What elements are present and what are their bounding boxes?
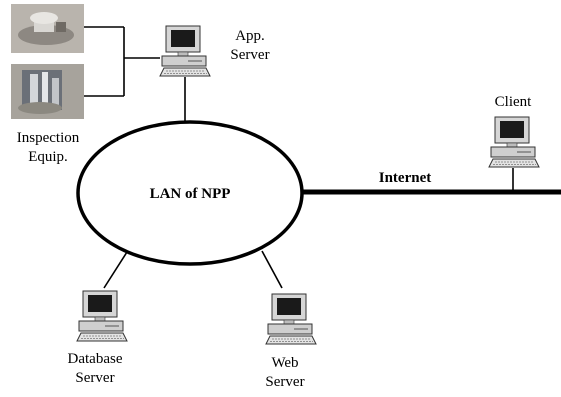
inspection-equipment-label: Inspection Equip. (0, 129, 96, 167)
database-label-line2: Server (75, 370, 115, 386)
inspection-photo-2 (11, 64, 84, 119)
web-label-line1: Web (271, 355, 299, 371)
database-server-computer-icon (76, 290, 128, 342)
lan-label: LAN of NPP (149, 186, 231, 202)
client-label: Client (494, 94, 532, 110)
app-server-label-line1: App. (235, 28, 265, 44)
client-computer-icon (488, 116, 540, 168)
database-server-label: Database Server (55, 350, 135, 388)
web-label-line2: Server (265, 374, 305, 390)
lan-ellipse (76, 120, 304, 266)
app-server-label: App. Server (220, 27, 280, 65)
inspection-photo-1 (11, 4, 84, 53)
web-server-computer-icon (265, 293, 317, 345)
app-server-computer-icon (159, 25, 211, 77)
web-link (261, 250, 283, 289)
database-link (103, 251, 128, 289)
app-server-label-line2: Server (230, 47, 270, 63)
internet-label: Internet (378, 170, 432, 186)
database-label-line1: Database (67, 351, 123, 367)
web-server-label: Web Server (255, 354, 315, 392)
inspection-label-line1: Inspection (16, 130, 80, 146)
inspection-label-line2: Equip. (28, 149, 68, 165)
